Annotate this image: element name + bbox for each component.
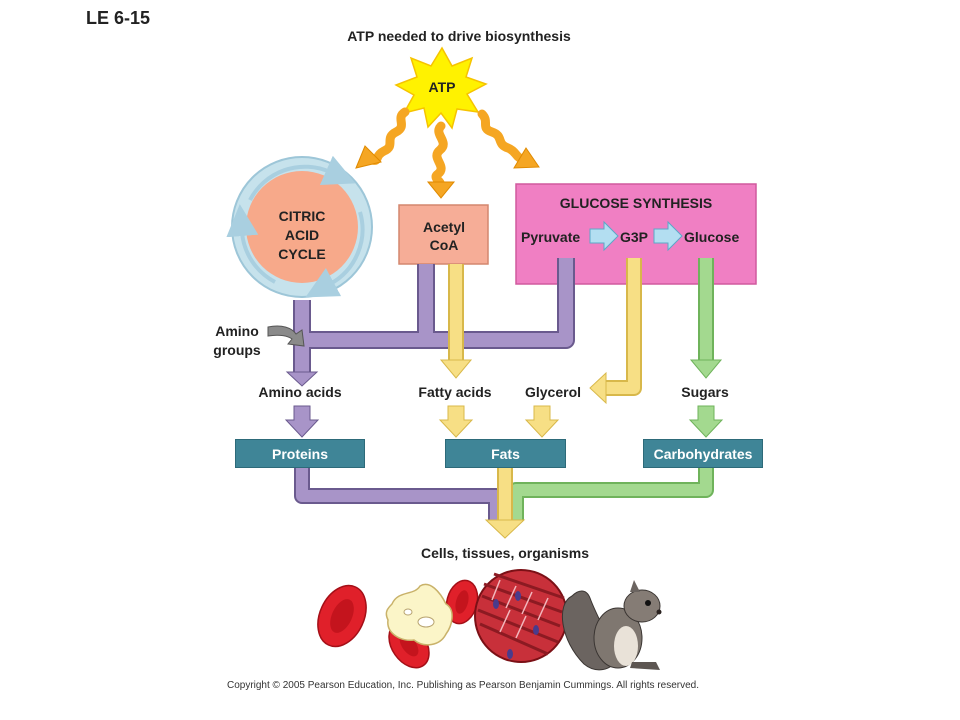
monomer-amino-acids: Amino acids <box>258 384 342 400</box>
polymer-proteins-box: Proteins <box>235 439 365 468</box>
fat-cell-icon <box>385 583 453 646</box>
citric-cycle-label: CITRIC ACID CYCLE <box>278 207 325 264</box>
atp-burst-icon <box>394 46 488 130</box>
purple-arrowhead-amino-acids <box>285 371 319 387</box>
figure-label: LE 6-15 <box>86 8 151 28</box>
citric-cycle-arrows <box>226 155 365 298</box>
monomer-sugars: Sugars <box>681 384 729 400</box>
atp-burst-label: ATP <box>428 79 456 95</box>
monomer-to-polymer-arrows <box>284 405 724 438</box>
step-glucose: Glucose <box>684 229 740 245</box>
amino-groups-label: Amino groups <box>213 322 260 360</box>
amino-groups-arrow <box>267 325 305 347</box>
step-pyruvate: Pyruvate <box>521 229 581 245</box>
citric-line-2: ACID <box>284 227 320 243</box>
yellow-arrowhead-fatty-acids <box>439 359 473 379</box>
citric-line-1: CITRIC <box>278 208 326 224</box>
copyright: Copyright © 2005 Pearson Education, Inc.… <box>226 680 700 691</box>
cells-arrowhead <box>484 519 526 539</box>
monomer-fatty-acids: Fatty acids <box>418 384 492 400</box>
energy-squiggle-arrowheads <box>355 145 540 199</box>
polymer-to-cells-pathways <box>294 468 714 522</box>
monomer-glycerol: Glycerol <box>524 384 582 400</box>
green-arrowhead-sugars <box>689 359 723 379</box>
acetyl-coa-box <box>398 204 489 265</box>
acetyl-coa-label: Acetyl CoA <box>423 218 465 254</box>
step-g3p: G3P <box>620 229 649 245</box>
citric-line-3: CYCLE <box>278 246 326 262</box>
acetyl-line-1: Acetyl <box>422 219 466 235</box>
acetyl-line-2: CoA <box>429 237 459 253</box>
citric-cycle-core <box>246 171 358 283</box>
atp-header: ATP needed to drive biosynthesis <box>347 28 571 44</box>
amino-groups-line-1: Amino <box>215 323 259 339</box>
amino-groups-line-2: groups <box>213 342 261 358</box>
muscle-tissue-icon <box>474 569 568 663</box>
yellow-arrowhead-glycerol <box>589 371 607 405</box>
output-label: Cells, tissues, organisms <box>420 545 590 561</box>
polymer-carbohydrates-box: Carbohydrates <box>643 439 763 468</box>
polymer-fats-box: Fats <box>445 439 566 468</box>
glucose-step-arrows <box>589 220 683 252</box>
squirrel-icon <box>561 580 662 671</box>
yellow-pathway-fill <box>450 258 640 394</box>
glucose-synthesis-title: GLUCOSE SYNTHESIS <box>559 195 713 211</box>
